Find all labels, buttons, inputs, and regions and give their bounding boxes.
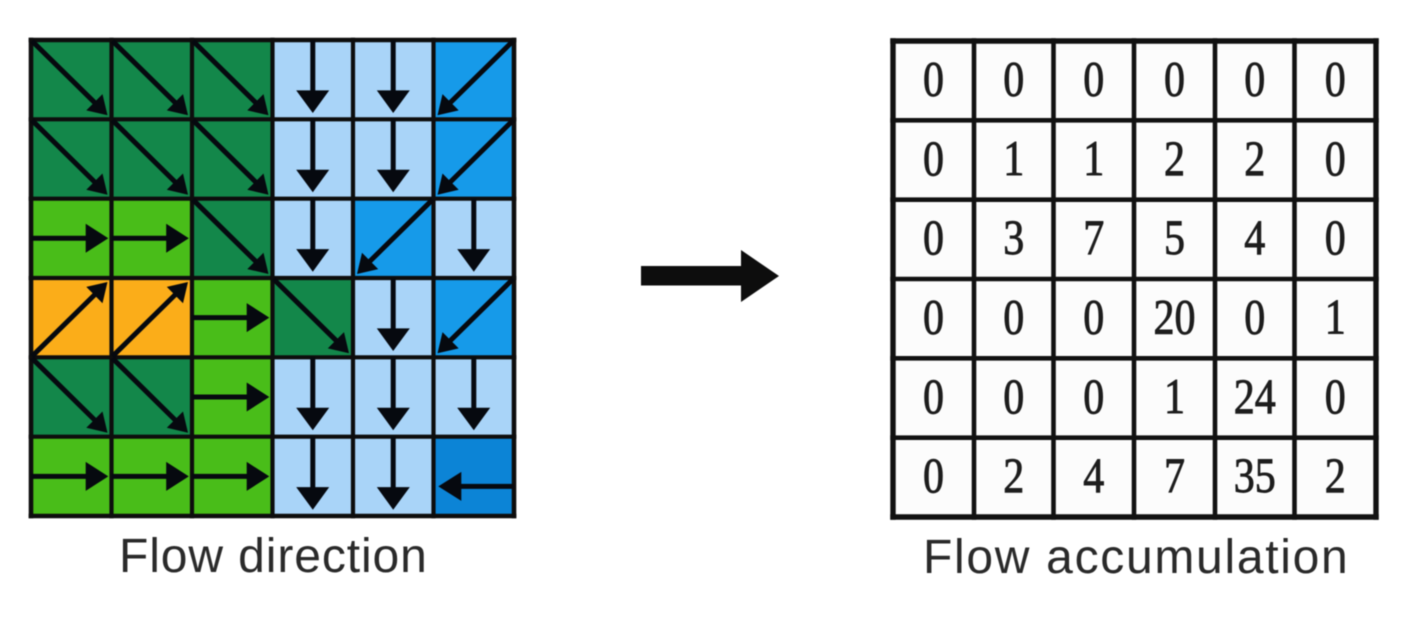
svg-text:0: 0 [1083, 51, 1104, 106]
svg-text:5: 5 [1164, 210, 1185, 265]
svg-text:0: 0 [1003, 368, 1024, 423]
svg-text:0: 0 [1244, 51, 1265, 106]
svg-text:0: 0 [923, 368, 944, 423]
svg-text:1: 1 [1164, 368, 1185, 423]
svg-text:0: 0 [1083, 368, 1104, 423]
svg-text:2: 2 [1325, 448, 1346, 503]
svg-text:2: 2 [1164, 130, 1185, 185]
svg-text:4: 4 [1244, 210, 1265, 265]
svg-text:1: 1 [1003, 130, 1024, 185]
svg-text:0: 0 [1003, 51, 1024, 106]
svg-text:20: 20 [1154, 289, 1196, 344]
svg-text:0: 0 [1003, 289, 1024, 344]
svg-text:24: 24 [1234, 368, 1276, 423]
svg-text:7: 7 [1164, 448, 1185, 503]
svg-text:4: 4 [1083, 448, 1104, 503]
svg-text:1: 1 [1325, 289, 1346, 344]
svg-text:0: 0 [1325, 368, 1346, 423]
svg-text:0: 0 [1325, 51, 1346, 106]
svg-text:0: 0 [923, 289, 944, 344]
svg-text:0: 0 [1244, 289, 1265, 344]
svg-text:2: 2 [1244, 130, 1265, 185]
svg-text:1: 1 [1083, 130, 1104, 185]
svg-text:35: 35 [1234, 448, 1276, 503]
svg-text:0: 0 [923, 130, 944, 185]
svg-text:0: 0 [923, 448, 944, 503]
svg-text:0: 0 [923, 210, 944, 265]
svg-text:0: 0 [1325, 210, 1346, 265]
svg-text:2: 2 [1003, 448, 1024, 503]
svg-text:7: 7 [1083, 210, 1104, 265]
svg-text:0: 0 [1164, 51, 1185, 106]
svg-text:0: 0 [923, 51, 944, 106]
svg-text:0: 0 [1325, 130, 1346, 185]
svg-text:3: 3 [1003, 210, 1024, 265]
svg-text:0: 0 [1083, 289, 1104, 344]
